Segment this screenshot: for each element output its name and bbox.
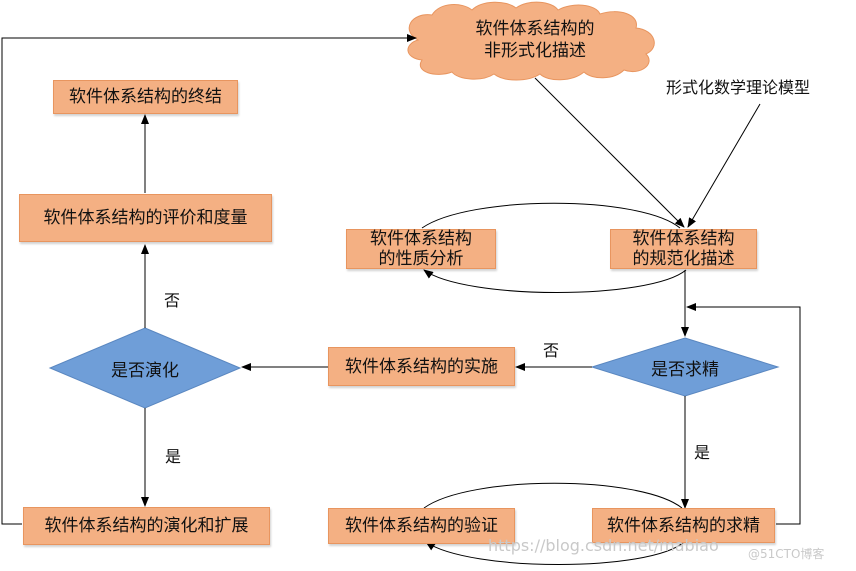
implementation-box: 软件体系结构的实施 (328, 347, 515, 386)
evaluation-box: 软件体系结构的评价和度量 (19, 194, 272, 242)
formal-description-box: 软件体系结构 的规范化描述 (610, 229, 757, 269)
watermark-brand: @51CTO博客 (748, 547, 825, 561)
informal-description-cloud: 软件体系结构的 非形式化描述 (475, 19, 595, 61)
arrow-model-to-formal (687, 103, 761, 228)
arrow-refinement-feedback (686, 303, 801, 525)
loop-refine-verify-lower (425, 541, 685, 565)
watermark-url: https://blog.csdn.net/mabiao (488, 536, 719, 555)
verification-box: 软件体系结构的验证 (328, 508, 515, 544)
loop-formal-property-lower (423, 269, 687, 293)
termination-box: 软件体系结构的终结 (53, 80, 238, 114)
loop-formal-property-upper (421, 202, 681, 229)
edge-label-evolve-yes: 是 (165, 447, 182, 466)
refinement-box: 软件体系结构的求精 (592, 508, 775, 543)
math-model-label: 形式化数学理论模型 (666, 78, 811, 97)
evolution-expansion-box: 软件体系结构的演化和扩展 (23, 507, 270, 545)
edge-label-refine-no: 否 (543, 341, 560, 360)
evolve-decision-label: 是否演化 (111, 360, 179, 381)
arrow-evolution-feedback (1, 34, 417, 525)
edge-label-refine-yes: 是 (694, 443, 711, 462)
refine-decision-label: 是否求精 (651, 359, 719, 380)
arrow-cloud-to-formal (534, 77, 685, 228)
edge-label-evolve-no: 否 (164, 291, 181, 310)
property-analysis-box: 软件体系结构 的性质分析 (346, 229, 496, 269)
cloud-shape (407, 1, 655, 81)
loop-refine-verify-upper (423, 482, 683, 509)
